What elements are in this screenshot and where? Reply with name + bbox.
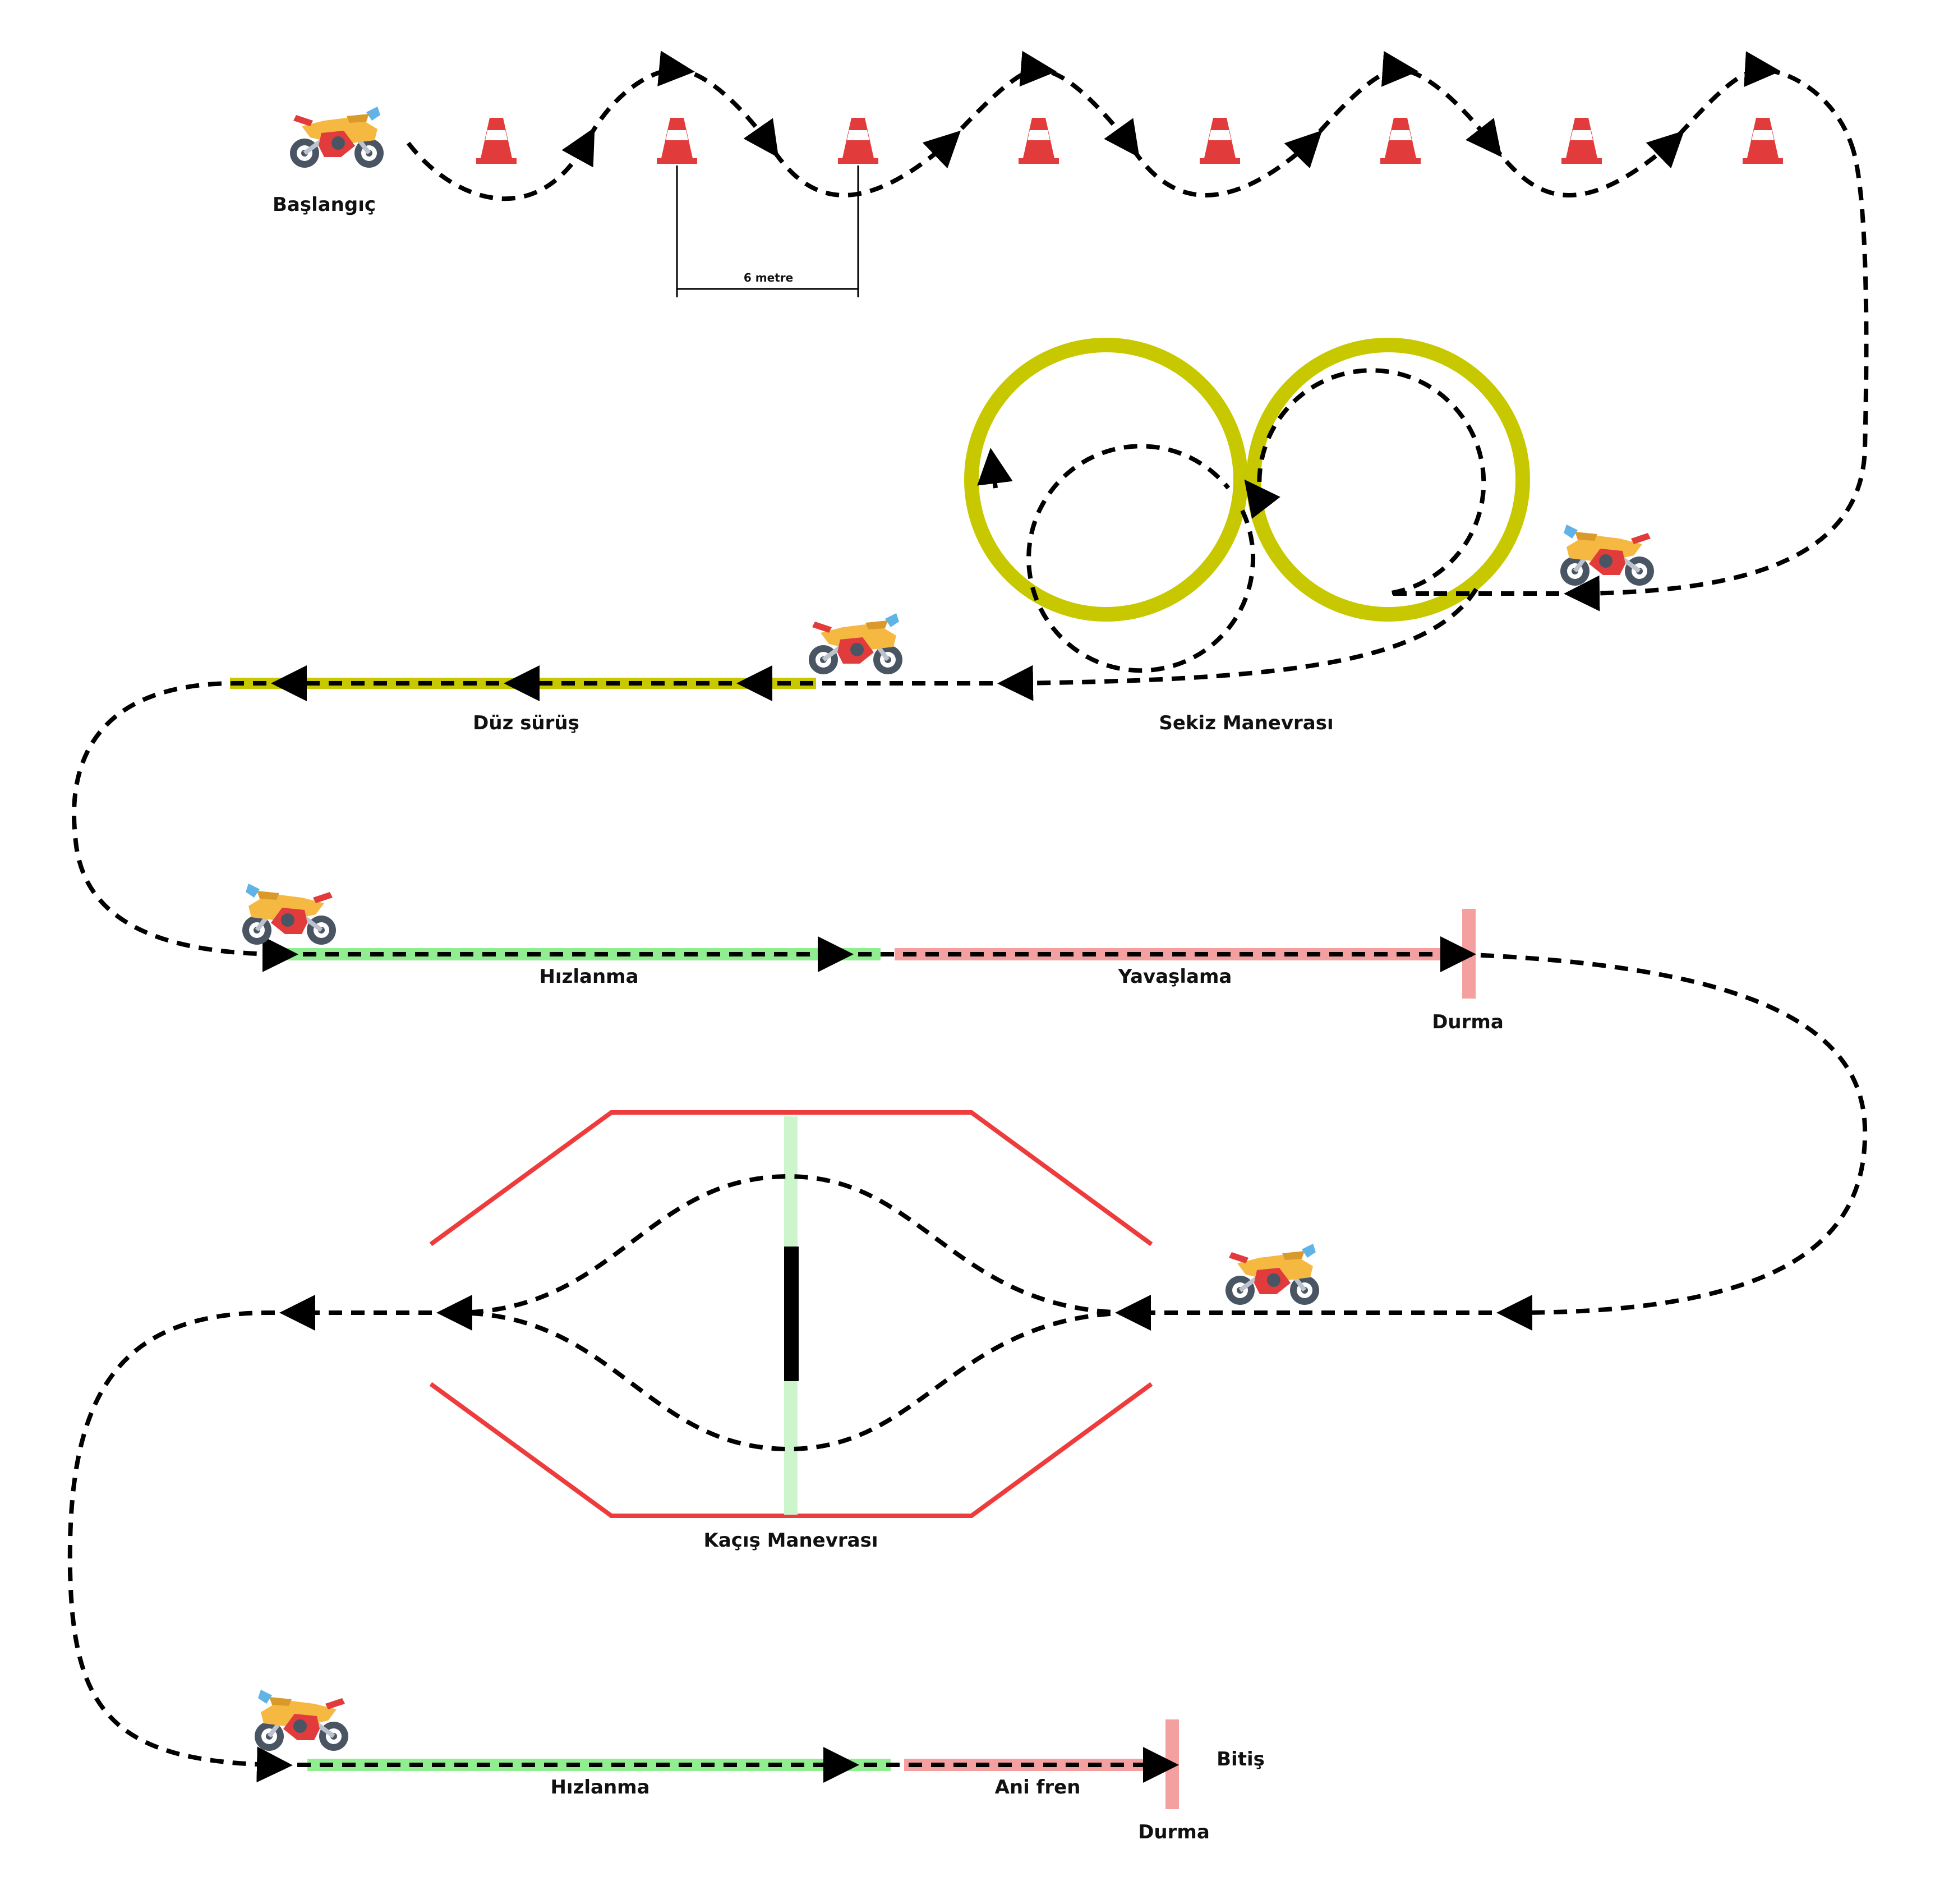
brake-zone xyxy=(904,1759,1168,1771)
sudden-brake-label: Ani fren xyxy=(995,1776,1081,1799)
distance-marker xyxy=(676,165,859,297)
obstacle-block xyxy=(784,1247,799,1381)
motorcycle-icon xyxy=(255,1690,348,1751)
motorcycle-icon xyxy=(242,884,336,945)
stop-label-2: Durma xyxy=(1138,1821,1210,1843)
distance-label: 6 metre xyxy=(744,271,793,284)
avoidance-lane-boundaries xyxy=(429,1110,1153,1518)
stop-line-2 xyxy=(1165,1719,1179,1809)
cone-slalom xyxy=(476,118,1783,164)
straight-label: Düz sürüş xyxy=(473,712,579,734)
traffic-cone-icon xyxy=(476,118,517,164)
acceleration-label-2: Hızlanma xyxy=(550,1776,649,1799)
traffic-cone-icon xyxy=(838,118,878,164)
avoidance-label: Kaçış Manevrası xyxy=(704,1529,878,1552)
motorcycle-icon xyxy=(290,107,384,168)
traffic-cone-icon xyxy=(1380,118,1421,164)
traffic-cone-icon xyxy=(1743,118,1783,164)
motorcycle-icon xyxy=(809,613,902,674)
motorcycle-icon xyxy=(1560,525,1654,586)
figure-eight-label: Sekiz Manevrası xyxy=(1159,712,1333,734)
traffic-cone-icon xyxy=(1019,118,1059,164)
traffic-cone-icon xyxy=(1200,118,1240,164)
start-label: Başlangıç xyxy=(273,194,376,216)
motorcycle-icon xyxy=(1226,1244,1319,1305)
deceleration-label: Yavaşlama xyxy=(1118,965,1232,988)
acceleration-label: Hızlanma xyxy=(539,965,638,988)
route xyxy=(67,50,1869,1783)
traffic-cone-icon xyxy=(657,118,697,164)
stop-label: Durma xyxy=(1432,1011,1504,1033)
finish-label: Bitiş xyxy=(1217,1748,1265,1770)
traffic-cone-icon xyxy=(1561,118,1602,164)
